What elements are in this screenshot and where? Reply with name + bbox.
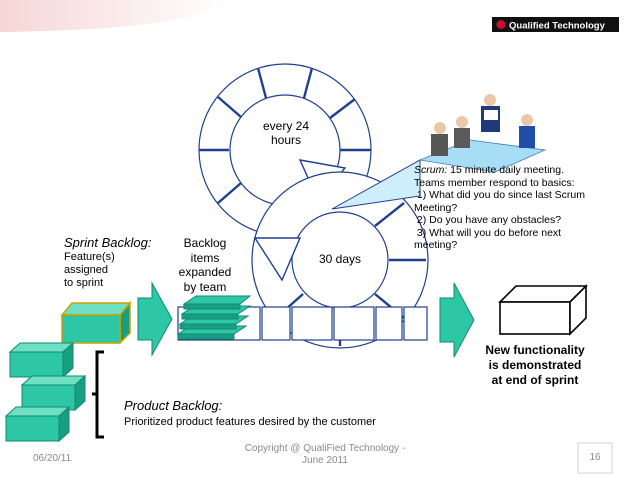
flow-arrow-1 [137,281,173,357]
page-number: 16 [589,452,601,463]
sprint-backlog-desc: Feature(s) assigned to sprint [64,251,115,289]
flow-arrow-2 [439,282,475,358]
sprint-cycle-label: 30 days [318,252,362,266]
finished-product-box [498,284,588,336]
scrum-note-line: 1) What did you do since last Scrum [414,189,585,201]
product-backlog-desc: Prioritized product features desired by … [124,416,376,428]
team-meeting-illustration [418,94,547,173]
footer-date: 06/20/11 [33,453,72,464]
backlog-items-label: Backlog items expanded by team [178,236,232,294]
product-backlog-stack [4,341,87,443]
scrum-note-line: 2) Do you have any obstacles? [414,214,562,226]
sprint-backlog-title: Sprint Backlog: [64,235,152,250]
page-number-box [577,442,613,474]
scrum-note-line: Meeting? [414,201,458,214]
scrum-note-line: Teams member respond to basics: [414,176,575,189]
backlog-bracket [95,350,104,439]
scrum-note-line: meeting? [414,239,458,251]
new-functionality-label: New functionality is demonstrated at end… [485,343,585,387]
sprint-cycle-ring [251,171,429,349]
brand-logo: Qualified Technology [492,17,619,32]
scrum-note-first-line: Scrum: 15 minute daily meeting. [414,164,619,177]
sprint-feature-box [60,300,132,345]
scrum-note: Scrum: 15 minute daily meeting. Teams me… [414,164,619,252]
speech-pointer [331,159,421,210]
scrum-note-lead: Scrum: [414,164,448,176]
scrum-note-line: 3) What will you do before next [414,226,562,239]
product-backlog-title: Product Backlog: [124,398,223,413]
footer-copyright: Copyright @ QualiFied Technology - June … [244,443,406,466]
header-swoosh [0,0,230,32]
brand-logo-text: Qualified Technology [509,21,606,32]
scrum-note-line1: 15 minute daily meeting. [447,164,564,176]
daily-cycle-label: every 24 hours [262,119,310,147]
backlog-items-plates [176,295,252,340]
